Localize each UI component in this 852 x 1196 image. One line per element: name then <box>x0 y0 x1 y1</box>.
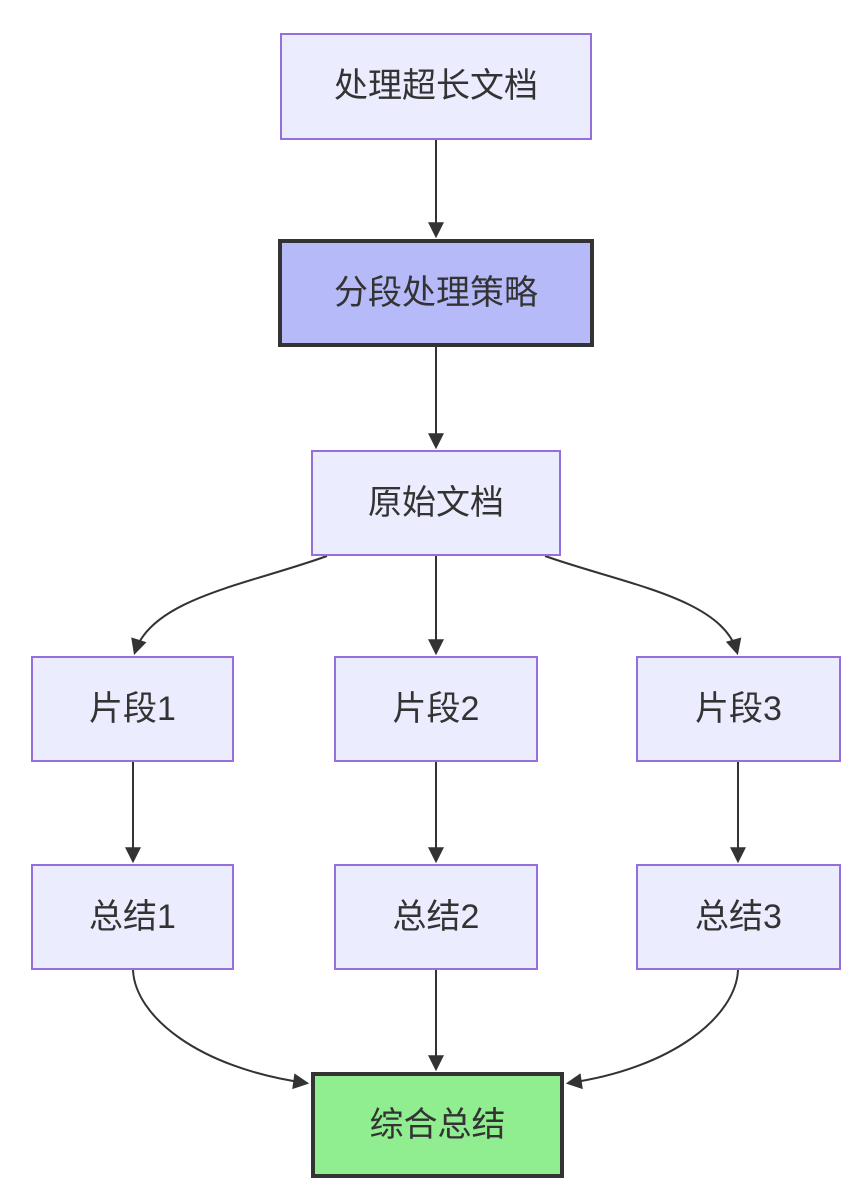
node-label: 原始文档 <box>368 483 504 522</box>
edge-summary3-to-final <box>565 969 739 1090</box>
node-segmented-processing-strategy: 分段处理策略 <box>278 239 594 347</box>
node-label: 片段3 <box>695 689 782 728</box>
node-summary-3: 总结3 <box>636 864 841 970</box>
node-label: 总结2 <box>392 897 480 936</box>
node-summary-1: 总结1 <box>31 864 234 970</box>
edge-source-to-fragment3 <box>544 555 742 656</box>
node-combined-summary: 综合总结 <box>311 1072 564 1178</box>
node-label: 总结1 <box>89 897 176 936</box>
node-label: 分段处理策略 <box>334 273 538 312</box>
node-original-document: 原始文档 <box>311 450 561 556</box>
node-fragment-1: 片段1 <box>31 656 234 762</box>
node-label: 处理超长文档 <box>334 67 538 106</box>
node-label: 综合总结 <box>369 1105 506 1144</box>
node-label: 片段1 <box>89 689 176 728</box>
node-process-long-document: 处理超长文档 <box>280 33 592 140</box>
edge-source-to-fragment1 <box>131 555 328 656</box>
node-fragment-3: 片段3 <box>636 656 841 762</box>
node-fragment-2: 片段2 <box>334 656 538 762</box>
node-label: 总结3 <box>695 897 782 936</box>
edge-summary1-to-final <box>132 969 310 1090</box>
node-label: 片段2 <box>392 689 480 728</box>
node-summary-2: 总结2 <box>334 864 538 970</box>
